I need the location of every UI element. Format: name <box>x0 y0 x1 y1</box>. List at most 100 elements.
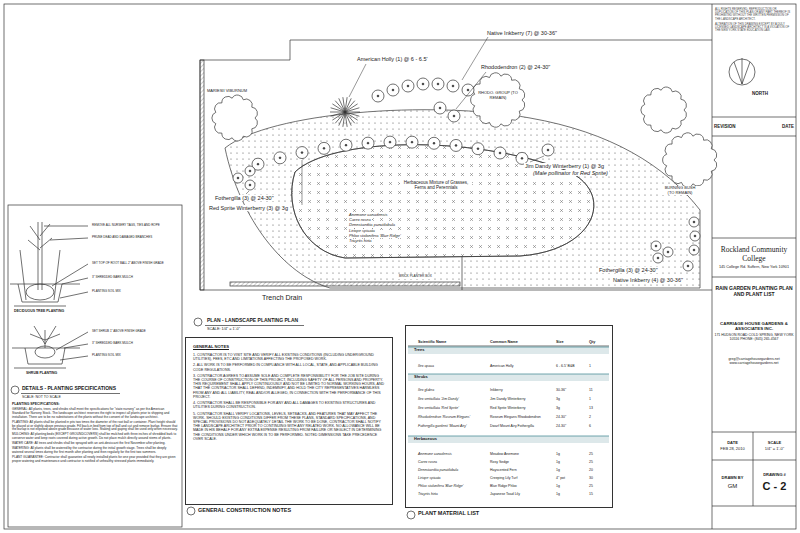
plan-label: 3" SHREDDED BARK MULCH <box>92 276 174 279</box>
table-cell: Dwarf Mount Airy Fothergilla <box>490 424 534 428</box>
drawing-line <box>62 278 88 284</box>
drawing-line <box>408 347 609 436</box>
table-cell: Rosy Sedge <box>490 460 509 464</box>
plan-label: SET SHRUB 1" ABOVE FINISH GRADE <box>92 330 174 333</box>
table-cell: Ilex verticillata 'Jim Dandy' <box>418 397 459 401</box>
plan-label: PLAN - LANDSCAPE PLANTING PLAN <box>207 318 298 324</box>
plant-symbol <box>245 180 255 190</box>
node-text: DRAWN BY <box>714 476 751 481</box>
drawing-line <box>60 356 88 360</box>
drawing-line <box>200 60 204 290</box>
node-text: SCALE <box>755 441 794 446</box>
node-text: REVISION <box>714 124 736 129</box>
plant-symbol <box>274 152 286 164</box>
table-cell: 4" pot <box>556 476 565 480</box>
table-cell: 1g <box>556 460 560 464</box>
plant-symbol <box>245 166 255 176</box>
node-text: C - 2 <box>755 480 794 493</box>
drawing-line <box>408 347 609 443</box>
plant-symbol <box>417 78 429 90</box>
table-cell: Japanese Toad Lily <box>490 492 520 496</box>
text-stack: SCALE1/4" = 1'-0" <box>755 441 794 452</box>
plan-outline <box>25 348 65 364</box>
drawing-line <box>712 238 796 239</box>
plan-label: MARIESII VIBURNUM <box>207 89 247 94</box>
plan-label: Liriope spicata <box>348 229 376 234</box>
table-cell: Inkberry <box>490 388 503 392</box>
node-text: GENERAL NOTES <box>193 345 385 350</box>
plant-symbol <box>693 249 695 251</box>
drawing-line <box>712 432 796 433</box>
plan-label: SET TOP OF ROOT BALL 2" ABOVE FINISH GRA… <box>92 262 174 265</box>
drawing-line <box>408 346 609 347</box>
table-cell: 2 <box>589 415 591 419</box>
table-cell: 6 - 6.5' B&B <box>556 364 575 368</box>
table-cell: 30 <box>589 476 593 480</box>
drawing-line <box>4 4 796 529</box>
table-cell: American Holly <box>490 364 514 368</box>
plan-label: Tricyrtis hirta <box>348 239 373 244</box>
text-stack: DATEFEB 28, 2010 <box>714 441 751 452</box>
drawing-line <box>56 332 88 350</box>
plant-symbol <box>433 142 435 144</box>
drawing-line <box>205 325 304 326</box>
plan-outline <box>200 40 712 290</box>
drawn-by-cell: DRAWN BYGM <box>712 462 753 504</box>
table-cell: 1g <box>556 452 560 456</box>
firm-cell: CARRIAGE HOUSE GARDENS & ASSOCIATES INC.… <box>712 311 796 351</box>
plant-symbol <box>452 85 454 87</box>
table-cell: 1g <box>556 484 560 488</box>
plan-outline <box>292 145 594 258</box>
table-cell: Dennstaedtia punctilobula <box>418 468 458 472</box>
node-text: Rockland Community College <box>714 246 794 263</box>
text-group: ALL RIGHTS RESERVED. REPRODUCTION OR DUP… <box>715 8 793 32</box>
plant-symbol <box>296 147 308 159</box>
text-stack: DRAWING #C - 2 <box>755 473 794 493</box>
drawing-line <box>712 506 796 507</box>
plant-symbol <box>477 148 479 150</box>
plant-symbol <box>450 139 462 151</box>
plant-symbol <box>237 177 239 179</box>
table-cell: Rhododendron 'Roseum Elegans' <box>418 415 470 419</box>
table-cell: 24-30" <box>556 415 566 419</box>
table-cell: Hayscented Fern <box>490 468 517 472</box>
section-heading: PLANT MATERIAL LIST <box>418 510 479 516</box>
table-section: Shrubs <box>414 375 428 380</box>
table-cell: Ilex verticillata 'Red Sprite' <box>418 406 459 410</box>
drawing-line <box>42 222 43 290</box>
plant-symbol <box>422 83 424 85</box>
drawing-line <box>246 191 249 194</box>
text-stack: greg@carriagehousegardens.net www.carria… <box>713 357 795 365</box>
plan-outline <box>225 110 700 288</box>
plant-symbol <box>434 102 446 114</box>
plant-symbol <box>694 235 696 237</box>
table-cell: 25 <box>589 460 593 464</box>
plan-label: ALL RIGHTS RESERVED. REPRODUCTION OR DUP… <box>715 8 793 21</box>
node-text: FEB 28, 2010 <box>714 447 751 452</box>
table-cell: 1g <box>556 492 560 496</box>
node-text: CARRIAGE HOUSE GARDENS & ASSOCIATES INC. <box>714 321 794 331</box>
plant-symbol <box>663 247 673 257</box>
plant-symbol <box>249 170 251 172</box>
scale-cell: SCALE1/4" = 1'-0" <box>753 434 796 458</box>
plant-symbol <box>689 217 699 227</box>
plan-label: ALTERATION OF THIS DRAWING EXCEPT BY A D… <box>715 23 793 33</box>
node-text: 1/4" = 1'-0" <box>755 447 794 452</box>
plan-outline <box>663 133 717 187</box>
plan-label: PRUNE DEAD AND DAMAGED BRANCHES <box>92 236 174 239</box>
drawing-line <box>408 374 609 375</box>
plant-symbol <box>690 231 700 241</box>
drawing-line <box>349 64 366 97</box>
plant-symbol <box>279 157 281 159</box>
plant-symbol <box>233 173 243 183</box>
plan-label: Fothergilla (3) @ 24-30" <box>598 267 659 273</box>
plan-label: Trench Drain <box>262 294 302 302</box>
table-cell: 20 <box>589 468 593 472</box>
table-cell: 30-36" <box>556 388 566 392</box>
plant-symbol <box>494 147 506 159</box>
table-cell: Carex rosea <box>418 460 437 464</box>
plan-label: Native Inkberry (4) @ 30-36" <box>612 277 684 283</box>
plant-symbol <box>402 80 414 92</box>
drawing-number-cell: DRAWING #C - 2 <box>753 462 796 504</box>
